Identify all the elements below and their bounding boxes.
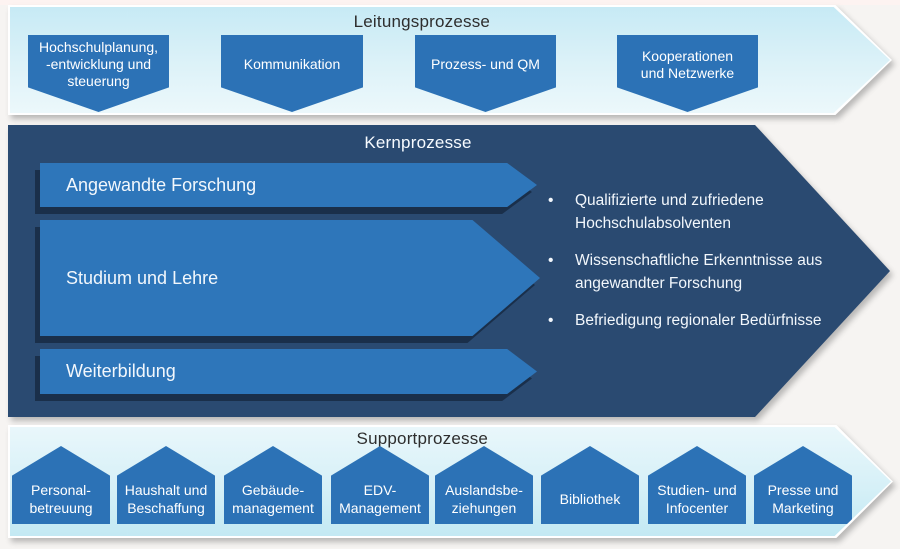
leitung-shape-kooperationen: Kooperationen und Netzwerke (617, 35, 758, 112)
shape-label-line: steuerung (67, 73, 130, 89)
kern-band-title: Kernprozesse (364, 133, 472, 152)
support-shape-gebaeudemanagement: Gebäude- management (224, 446, 322, 524)
shape-label-line: Personal- (31, 482, 91, 498)
leitung-band-fill: Leitungsprozesse Hochschulplanung, -entw… (10, 7, 890, 113)
shape-label: Kooperationen und Netzwerke (641, 48, 734, 82)
shape-label-line: betreuung (29, 500, 93, 516)
kern-arrow-shape: Angewandte Forschung (40, 163, 537, 207)
support-shape-presse-marketing: Presse und Marketing (754, 446, 852, 524)
kern-arrow-shape: Studium und Lehre (40, 220, 540, 336)
kern-outcome-item: Befriedigung regionaler Bedürfnisse (545, 309, 857, 332)
shape-label-line: Bibliothek (559, 491, 621, 507)
kern-outcome-item: Qualifizierte und zufriedene Hochschulab… (545, 189, 857, 235)
kern-arrow-label: Studium und Lehre (66, 267, 219, 288)
support-shape-bibliothek: Bibliothek (541, 446, 639, 524)
kern-arrow-label: Weiterbildung (66, 361, 176, 381)
shape-label-line: ziehungen (451, 500, 517, 516)
kern-arrow-angewandte-forschung: Angewandte Forschung (40, 163, 537, 207)
shape-label: EDV- Management (339, 481, 421, 517)
shape-label-line: -entwicklung und (45, 56, 152, 72)
shape-label-line: EDV- (363, 482, 397, 498)
leitung-shape-hochschulplanung: Hochschulplanung, -entwicklung und steue… (28, 35, 169, 112)
support-band: Supportprozesse Personal- betreuung Haus… (8, 425, 893, 538)
leitung-shape-prozess-qm: Prozess- und QM (415, 35, 556, 112)
shape-label-line: Infocenter (665, 500, 729, 516)
shape-label: Gebäude- management (232, 481, 314, 517)
shape-label-line: Kommunikation (243, 56, 341, 72)
shape-label: Auslandsbe- ziehungen (445, 481, 523, 517)
shape-label: Personal- betreuung (29, 481, 92, 517)
leitung-band-title: Leitungsprozesse (353, 12, 491, 31)
kern-arrow-shape: Weiterbildung (40, 349, 537, 394)
shape-label-line: Marketing (772, 500, 834, 516)
kern-outcomes-list: Qualifizierte und zufriedene Hochschulab… (545, 189, 857, 346)
support-shape-studien-infocenter: Studien- und Infocenter (648, 446, 746, 524)
shape-label: Hochschulplanung, -entwicklung und steue… (39, 39, 158, 90)
shape-label: Presse und Marketing (768, 481, 839, 517)
shape-label-line: Gebäude- (241, 482, 305, 498)
kern-band-fill: Kernprozesse Angewandte Forschung Studiu… (8, 125, 890, 417)
shape-label-line: Kooperationen (641, 47, 734, 64)
kern-arrow-weiterbildung: Weiterbildung (40, 349, 537, 394)
kern-arrow-studium-und-lehre: Studium und Lehre (40, 220, 540, 336)
shape-label: Haushalt und Beschaffung (125, 481, 208, 517)
support-band-fill: Supportprozesse Personal- betreuung Haus… (10, 427, 891, 536)
shape-label-line: Management (339, 500, 421, 516)
shape-label-line: Haushalt und (124, 482, 208, 498)
shape-label: Bibliothek (560, 490, 621, 508)
leitung-band: Leitungsprozesse Hochschulplanung, -entw… (8, 5, 892, 115)
shape-label-line: Hochschulplanung, (38, 39, 159, 55)
shape-label-line: Prozess- und QM (431, 56, 540, 72)
shape-label: Kommunikation (244, 56, 341, 73)
support-shape-haushalt-beschaffung: Haushalt und Beschaffung (117, 446, 215, 524)
shape-label-line: Studien- und (657, 482, 737, 498)
shape-label-line: Auslandsbe- (445, 482, 523, 498)
shape-label-line: Presse und (767, 482, 839, 498)
support-shape-auslandsbeziehungen: Auslandsbe- ziehungen (435, 446, 533, 524)
shape-label: Prozess- und QM (431, 56, 540, 73)
shape-label-line: Beschaffung (127, 500, 205, 516)
kern-outcome-item: Wissenschaftliche Erkenntnisse aus angew… (545, 249, 857, 295)
support-shape-personalbetreuung: Personal- betreuung (12, 446, 110, 524)
shape-label-line: und Netzwerke (640, 64, 735, 81)
kern-band: Kernprozesse Angewandte Forschung Studiu… (8, 125, 890, 417)
leitung-shape-kommunikation: Kommunikation (221, 35, 363, 112)
kern-arrow-label: Angewandte Forschung (66, 174, 257, 195)
support-band-title: Supportprozesse (356, 429, 489, 448)
shape-label: Studien- und Infocenter (657, 481, 736, 517)
page-top-strip (0, 0, 900, 5)
shape-label-line: management (232, 500, 314, 516)
support-shape-edv-management: EDV- Management (331, 446, 429, 524)
